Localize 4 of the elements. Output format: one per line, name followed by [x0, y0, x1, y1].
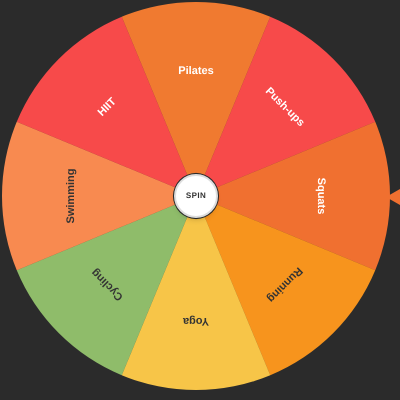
segment-label: Yoga [182, 314, 210, 330]
segment-label: Swimming [64, 168, 78, 224]
segment-label: Pilates [178, 64, 214, 79]
segment-label: Squats [314, 178, 328, 214]
